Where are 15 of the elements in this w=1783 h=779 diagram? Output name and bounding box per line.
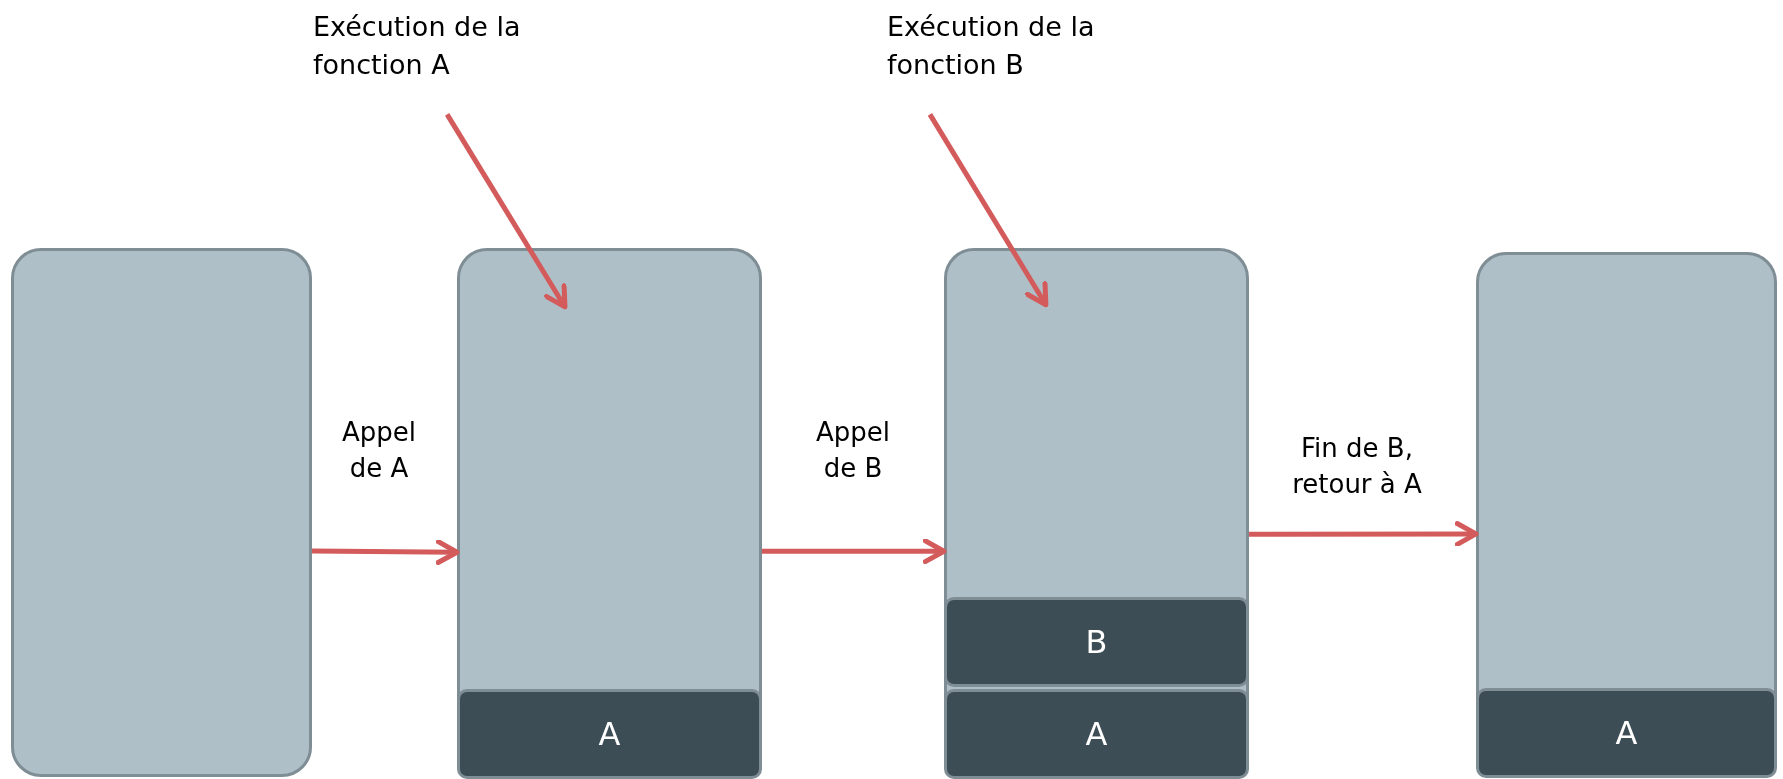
annotation-text: Exécution de la fonction B <box>887 8 1187 84</box>
stack-frame: A <box>1476 688 1777 778</box>
stack-container <box>11 248 312 777</box>
arrow <box>312 539 460 566</box>
leader-arrow <box>444 113 568 310</box>
stack-frame: A <box>944 689 1249 779</box>
leader-arrow <box>927 113 1049 308</box>
stack-container <box>1476 252 1777 778</box>
stack-frame: B <box>944 597 1249 687</box>
arrow <box>1249 521 1479 547</box>
stack-container <box>944 248 1249 779</box>
annotation-text: Exécution de la fonction A <box>313 8 613 84</box>
stack-frame: A <box>457 689 762 779</box>
stack-container <box>457 248 762 779</box>
arrow <box>762 538 947 565</box>
